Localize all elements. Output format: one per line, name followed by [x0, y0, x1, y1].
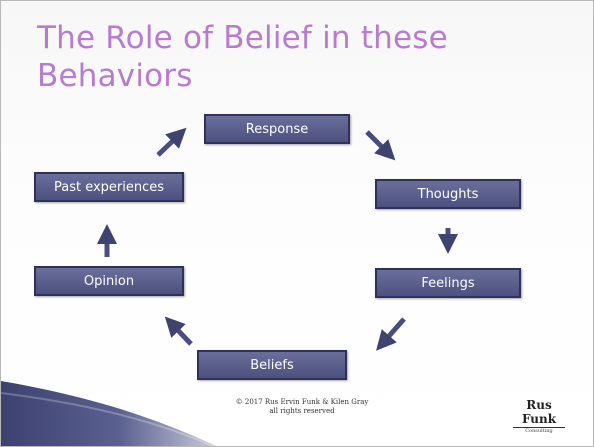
- logo-underline: [513, 427, 565, 428]
- node-past-experiences: Past experiences: [34, 172, 184, 202]
- node-response-label: Response: [245, 121, 309, 137]
- node-feelings: Feelings: [375, 268, 521, 298]
- node-beliefs-label: Beliefs: [250, 357, 294, 373]
- node-response: Response: [204, 114, 350, 144]
- copyright-line-2: all rights reserved: [269, 407, 335, 415]
- logo-subtext: Consulting: [525, 428, 553, 434]
- arrow-response-to-thoughts: [365, 130, 396, 161]
- slide-title: The Role of Belief in these Behaviors: [37, 20, 448, 94]
- copyright-line-1: © 2017 Rus Ervin Funk & Kilen Gray: [235, 398, 369, 406]
- node-beliefs: Beliefs: [197, 350, 347, 380]
- rus-funk-logo: Rus Funk Consulting: [509, 398, 569, 434]
- node-thoughts-label: Thoughts: [417, 186, 479, 202]
- node-thoughts: Thoughts: [375, 179, 521, 209]
- arrow-beliefs-to-opinion: [164, 316, 193, 346]
- node-opinion: Opinion: [34, 266, 184, 296]
- logo-text: Rus Funk: [521, 398, 557, 426]
- arrow-feelings-to-beliefs: [376, 317, 406, 351]
- node-feelings-label: Feelings: [421, 275, 475, 291]
- node-opinion-label: Opinion: [83, 273, 135, 289]
- node-past-experiences-label: Past experiences: [53, 179, 165, 195]
- arrow-past-experiences-to-response: [156, 127, 187, 157]
- copyright-notice: © 2017 Rus Ervin Funk & Kilen Gray all r…: [231, 398, 373, 416]
